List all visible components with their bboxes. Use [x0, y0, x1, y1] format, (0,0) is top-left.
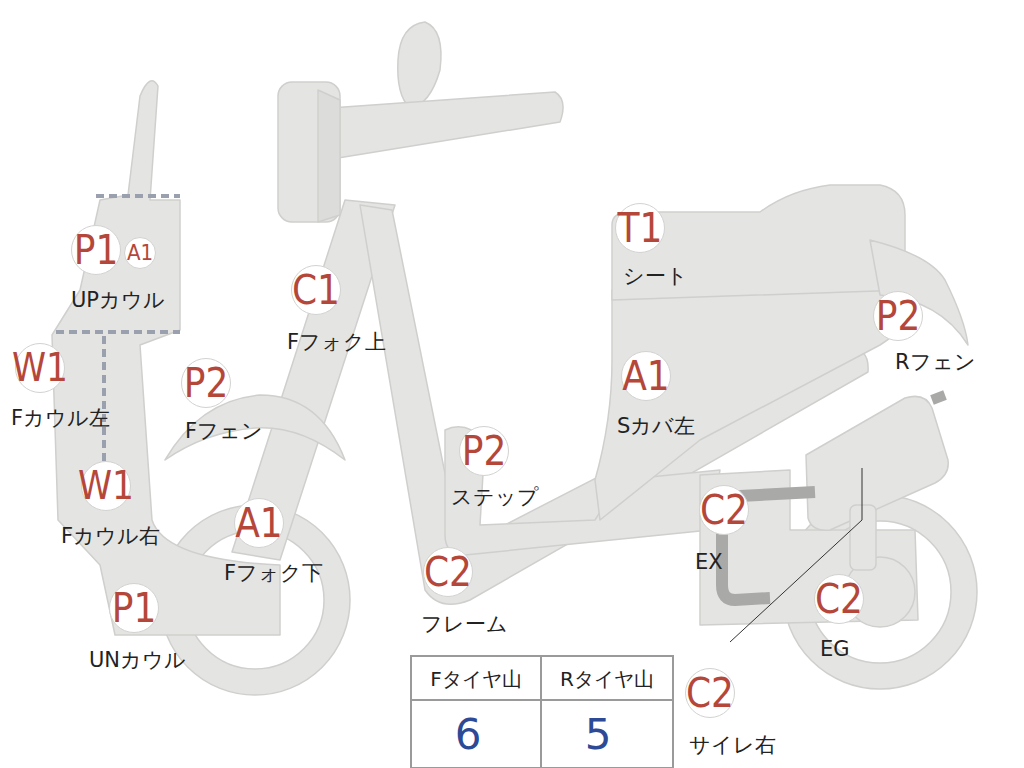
part-name: Fカウル左 [11, 408, 110, 429]
callout-circle: A1 [621, 351, 671, 401]
callout-circle: P2 [873, 291, 923, 341]
part-name: Rフェン [895, 352, 976, 373]
callout-node: T1シート [615, 203, 665, 253]
callout-node: P1UNカウル [109, 583, 159, 633]
part-name: Fカウル右 [61, 526, 160, 547]
mirror [398, 22, 441, 108]
table-value: 5 [585, 714, 612, 756]
callout-circle: P1 [109, 583, 159, 633]
callout-node: P2Fフェン [181, 358, 231, 408]
callout-circle: P2 [459, 426, 509, 476]
callout-circle: C2 [699, 485, 749, 535]
part-name: フレーム [421, 614, 508, 635]
callout-node: A1 [124, 237, 156, 269]
callout-circle: W1 [81, 461, 131, 511]
callout-code: P2 [876, 296, 921, 336]
part-name: Fフォク下 [224, 563, 323, 584]
part-name: Fフォク上 [287, 332, 386, 353]
front-cowl [52, 81, 280, 635]
callout-code: A1 [235, 503, 283, 543]
callout-circle: C2 [423, 547, 473, 597]
callout-node: P2ステップ [459, 426, 509, 476]
part-name: サイレ右 [689, 735, 776, 756]
callout-node: C1Fフォク上 [291, 265, 341, 315]
callout-code: P1 [74, 230, 119, 270]
part-name: EX [695, 552, 723, 573]
part-name: ステップ [451, 487, 539, 508]
callout-node: C2EX [699, 485, 749, 535]
headlight [278, 82, 340, 222]
callout-code: A1 [127, 242, 153, 264]
callout-code: W1 [78, 467, 134, 505]
muffler-tip [932, 395, 945, 400]
part-name: UPカウル [71, 290, 165, 311]
callout-circle: T1 [615, 203, 665, 253]
muffler [806, 396, 948, 530]
handlebar [330, 92, 563, 158]
part-name: Fフェン [185, 421, 263, 442]
callout-node: P1UPカウル [71, 225, 121, 275]
part-name: EG [820, 639, 850, 660]
table-header: Fタイヤ山 [430, 669, 522, 689]
callout-node: A1Sカバ左 [621, 351, 671, 401]
callout-node: W1Fカウル左 [15, 343, 65, 393]
callout-node: P2Rフェン [873, 291, 923, 341]
callout-code: C2 [686, 673, 734, 713]
part-name: シート [623, 266, 688, 287]
rear-fender [870, 240, 968, 345]
callout-code: P2 [462, 431, 507, 471]
front-fender [165, 395, 345, 460]
cowl-division [56, 330, 180, 334]
callout-code: C2 [424, 552, 472, 592]
table-rule [540, 656, 542, 768]
callout-code: C2 [700, 490, 748, 530]
callout-node: A1Fフォク下 [234, 498, 284, 548]
callout-circle: A1 [124, 237, 156, 269]
callout-node: C2EG [814, 574, 864, 624]
cowl-division [96, 194, 180, 198]
callout-circle: P2 [181, 358, 231, 408]
callout-code: P1 [112, 588, 157, 628]
cowl-division [102, 336, 106, 475]
part-name: UNカウル [89, 650, 186, 671]
seat [612, 185, 905, 300]
callout-node: C2サイレ右 [685, 668, 735, 718]
tire-table [411, 656, 673, 768]
callout-node: W1Fカウル右 [81, 461, 131, 511]
callout-code: W1 [12, 349, 68, 387]
callout-circle: P1 [71, 225, 121, 275]
table-header: Rタイヤ山 [560, 669, 654, 689]
callout-circle: C2 [685, 668, 735, 718]
callout-code: A1 [622, 356, 670, 396]
callout-circle: W1 [15, 343, 65, 393]
part-name: Sカバ左 [617, 416, 695, 437]
callout-code: T1 [618, 208, 663, 248]
table-value: 6 [455, 714, 482, 756]
callout-circle: A1 [234, 498, 284, 548]
callout-code: P2 [184, 363, 229, 403]
callout-circle: C1 [291, 265, 341, 315]
callout-node: C2フレーム [423, 547, 473, 597]
callout-circle: C2 [814, 574, 864, 624]
callout-code: C2 [815, 579, 863, 619]
callout-code: C1 [292, 270, 340, 310]
